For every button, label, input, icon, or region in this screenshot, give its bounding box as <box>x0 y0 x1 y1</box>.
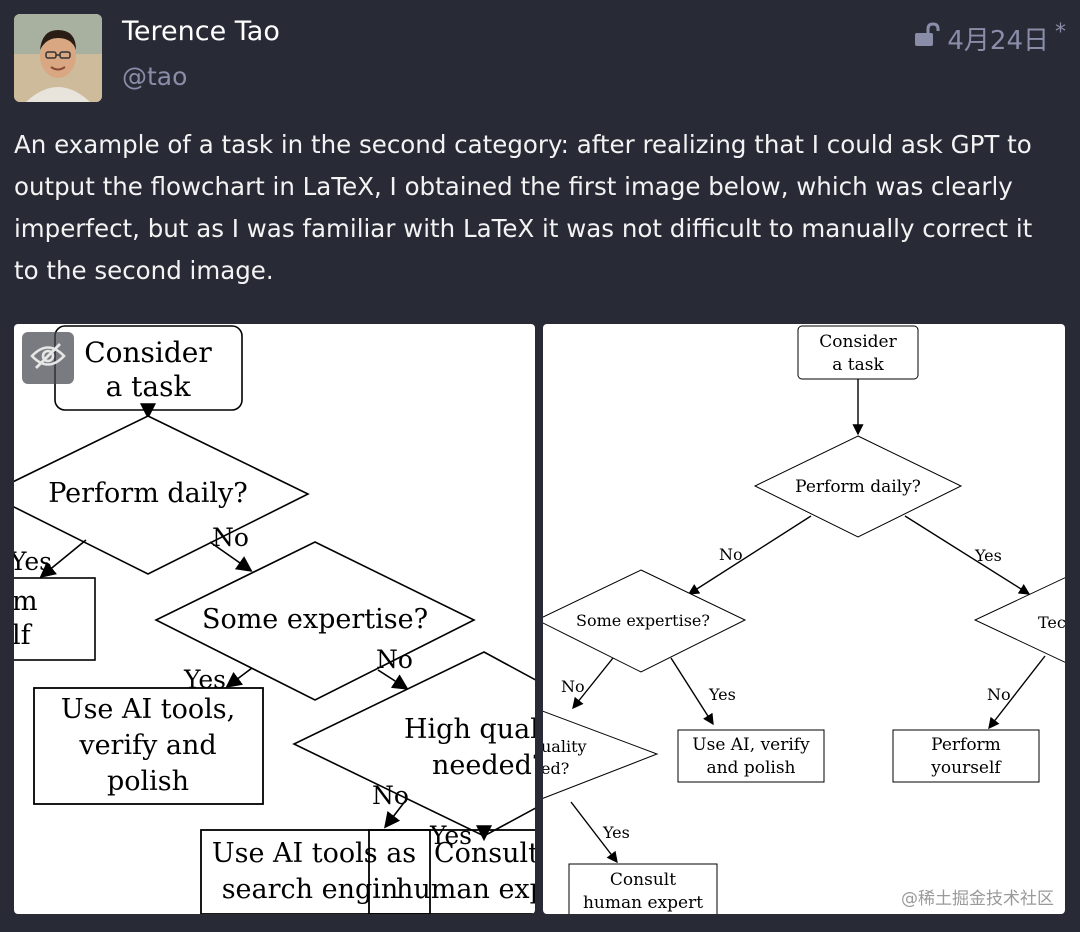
avatar-portrait <box>14 14 102 102</box>
consult-line1: Consult <box>610 870 676 890</box>
eye-slash-icon <box>29 341 67 375</box>
yes-consult-label: Yes <box>602 823 630 842</box>
use-ai-line3: polish <box>107 766 189 797</box>
post-date[interactable]: 4月24日 <box>947 26 1049 56</box>
some-expertise-label: Some expertise? <box>202 604 428 635</box>
use-ai-line2: and polish <box>706 758 795 778</box>
perform-fragment-1: m <box>14 586 38 617</box>
asterisk-icon: * <box>1055 20 1066 45</box>
high-quality-line2: needed? <box>432 750 535 781</box>
perform-daily-label: Perform daily? <box>48 478 248 509</box>
post-text: An example of a task in the second categ… <box>14 130 1033 285</box>
attachment-image-1[interactable]: Consider a task Perform daily? Yes m lf … <box>14 324 535 914</box>
perform-daily-label: Perform daily? <box>795 477 921 497</box>
consult-line1: Consult <box>434 838 535 869</box>
no-expertise-label: No <box>376 645 413 674</box>
post-meta: 4月24日 * <box>913 20 1066 57</box>
use-ai-line2: verify and <box>78 730 216 761</box>
consult-line2: human exp <box>396 874 535 905</box>
use-ai-line1: Use AI tools, <box>61 694 235 725</box>
search-line1: Use AI tools as <box>212 838 416 869</box>
tec-fragment: Tec <box>1038 613 1065 632</box>
yes-label: Yes <box>974 546 1002 565</box>
consider-line2: a task <box>832 355 884 375</box>
consider-line2: a task <box>106 370 192 403</box>
quality-fragment-2: ed? <box>543 759 569 778</box>
high-quality-line1: High quali <box>404 714 535 745</box>
no-label: No <box>719 545 743 564</box>
use-ai-line1: Use AI, verify <box>692 735 810 755</box>
no-left-label: No <box>212 523 249 552</box>
yes-left-label: Yes <box>14 547 52 576</box>
watermark: @稀土掘金技术社区 <box>901 889 1054 909</box>
no-expertise-label: No <box>561 677 585 696</box>
author-display-name[interactable]: Terence Tao <box>122 16 280 47</box>
some-expertise-label: Some expertise? <box>576 611 710 630</box>
attachment-image-2[interactable]: Consider a task Perform daily? No Yes So… <box>543 324 1065 914</box>
no-right-label: No <box>987 685 1011 704</box>
author-handle[interactable]: @tao <box>122 62 188 91</box>
yes-expertise-label: Yes <box>708 685 736 704</box>
perform-fragment-2: lf <box>14 620 33 651</box>
hide-media-button[interactable] <box>22 332 74 384</box>
consider-line1: Consider <box>84 336 212 369</box>
perform-line1: Perform <box>931 735 1001 755</box>
no-quality-label: No <box>372 781 409 810</box>
quality-fragment-1: uality <box>543 737 587 756</box>
unlock-icon <box>913 22 941 55</box>
consider-line1: Consider <box>819 332 897 352</box>
perform-line2: yourself <box>930 758 1002 778</box>
yes-quality-label: Yes <box>429 821 472 850</box>
avatar[interactable] <box>14 14 102 102</box>
consult-line2: human expert <box>583 893 703 913</box>
search-line2: search engin <box>222 874 399 905</box>
